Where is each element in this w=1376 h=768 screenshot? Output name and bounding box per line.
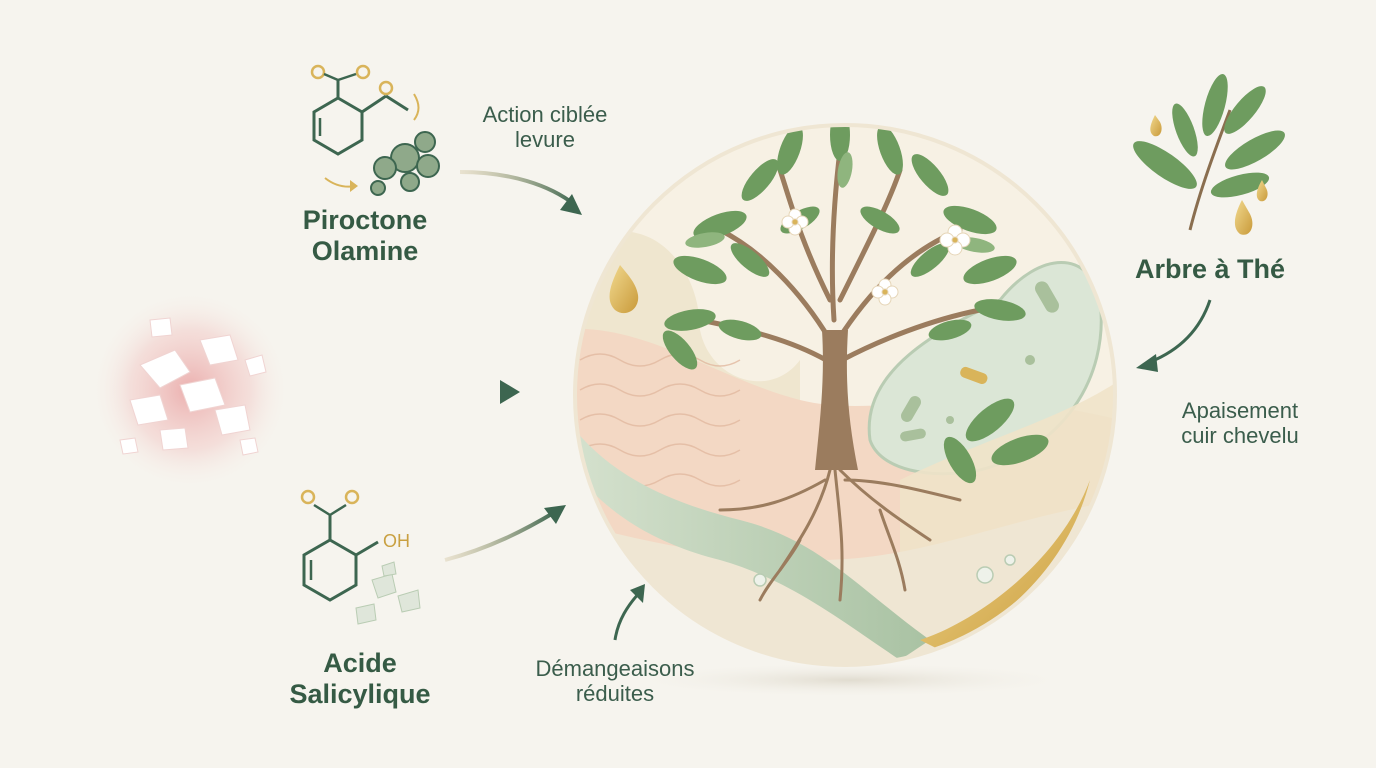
oh-label: OH <box>383 531 410 551</box>
yeast-action-label: Action ciblée levure <box>445 102 645 153</box>
yeast-action-line1: Action ciblée <box>482 102 608 127</box>
yeast-action-arrow-head <box>560 194 582 215</box>
molecule-with-yeast-icon <box>310 64 440 196</box>
piroctone-label: Piroctone Olamine <box>280 205 450 267</box>
piroctone-name-line1: Piroctone <box>302 205 428 235</box>
salicylic-name-line1: Acide <box>323 648 397 678</box>
soothing-label: Apaisement cuir chevelu <box>1140 398 1340 449</box>
salicylic-label: Acide Salicylique <box>260 648 460 710</box>
itch-reduction-line1: Démangeaisons <box>535 656 695 681</box>
tea-tree-leaf-icon <box>1133 73 1285 235</box>
tea-tree-arrow <box>1149 299 1212 364</box>
dandruff-flakes-icon <box>90 290 290 490</box>
tree-scalp-circle-icon <box>573 123 1117 667</box>
salicylic-arrow-head <box>544 505 566 524</box>
yeast-action-arrow <box>459 170 577 207</box>
tea-tree-label: Arbre à Thé <box>1110 254 1310 285</box>
itch-reduction-line2: réduites <box>575 681 655 707</box>
flakes-arrow-head <box>500 380 520 404</box>
ground-shadow <box>620 662 1080 698</box>
itch-arrow-head <box>630 584 645 603</box>
salicylic-name-line2: Salicylique <box>289 679 431 710</box>
tea-tree-name: Arbre à Thé <box>1134 254 1286 284</box>
salicylic-arrow <box>444 510 557 562</box>
piroctone-name-line2: Olamine <box>311 236 419 267</box>
soothing-line1: Apaisement <box>1181 398 1299 423</box>
tea-tree-arrow-head <box>1136 354 1158 372</box>
yeast-action-line2: levure <box>515 127 575 153</box>
soothing-line2: cuir chevelu <box>1181 423 1299 449</box>
itch-reduction-label: Démangeaisons réduites <box>495 656 735 707</box>
itch-arrow <box>613 590 642 641</box>
salicylic-molecule-icon <box>300 489 421 625</box>
